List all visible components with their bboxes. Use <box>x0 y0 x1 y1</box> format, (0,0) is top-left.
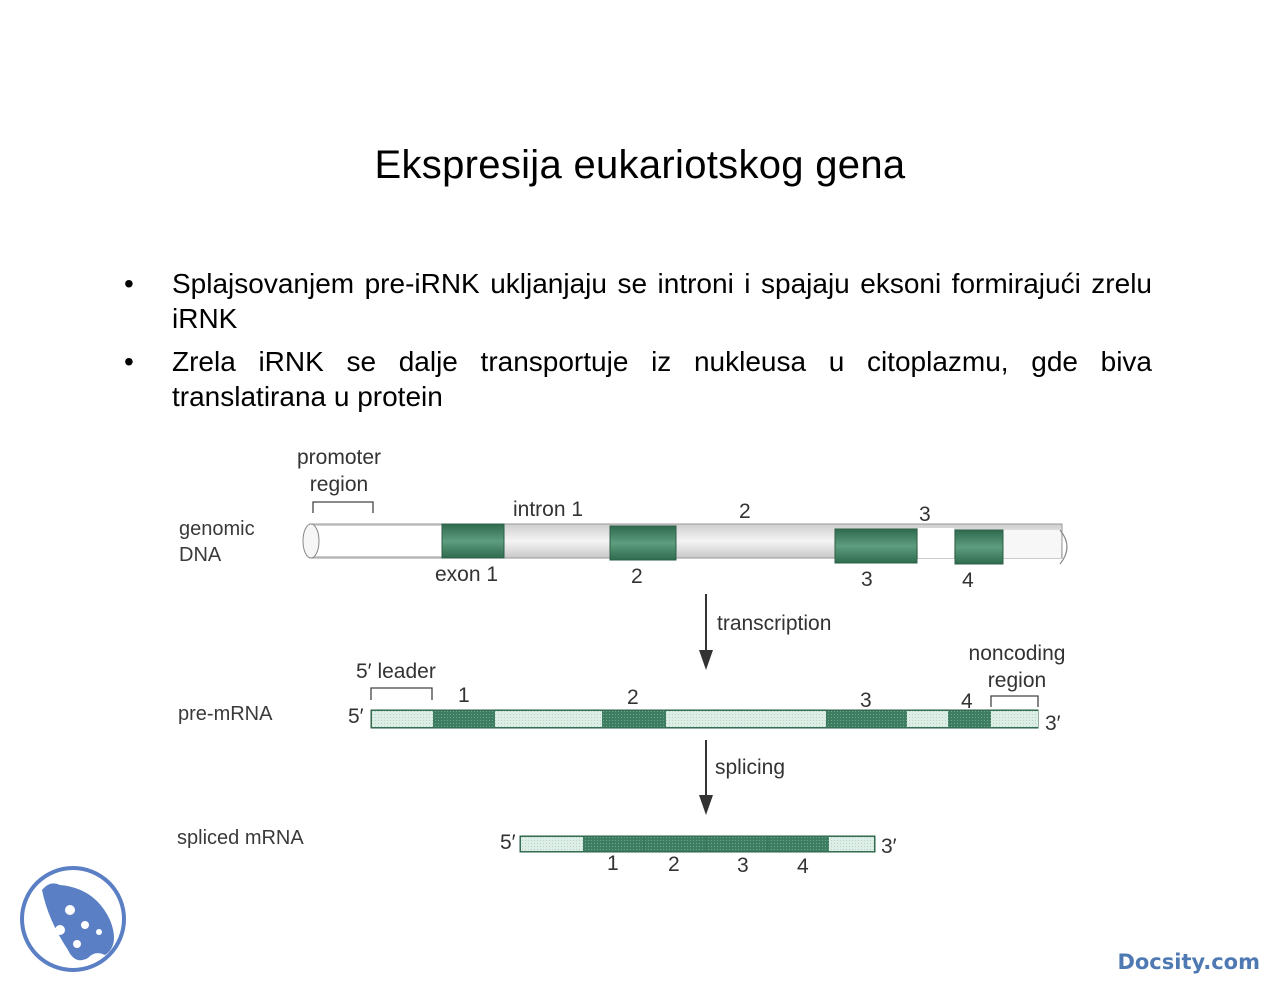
dna-label-line: DNA <box>179 544 222 566</box>
docsity-logo-icon <box>20 866 126 972</box>
leader-label: 5′ leader <box>356 660 436 683</box>
pre-mrna-exon-4: 4 <box>961 690 973 713</box>
noncoding-bracket <box>990 695 1039 707</box>
exon-3-label: 3 <box>861 568 873 591</box>
spliced-5prime: 5′ <box>500 831 516 854</box>
pre-mrna-exon-3: 3 <box>860 689 872 712</box>
promoter-region-label: promoter region <box>294 444 384 498</box>
transcription-label: transcription <box>717 612 832 635</box>
pre-mrna-exon-1: 1 <box>458 684 470 707</box>
spliced-mrna-label: spliced mRNA <box>177 827 304 849</box>
noncoding-region-label: noncoding region <box>963 640 1071 694</box>
transcription-arrow-icon <box>699 650 713 670</box>
bullet-item: • Zrela iRNK se dalje transportuje iz nu… <box>122 344 1152 414</box>
bullet-item: • Splajsovanjem pre-iRNK ukljanjaju se i… <box>122 266 1152 336</box>
spliced-3prime: 3′ <box>881 835 897 858</box>
bullet-dot: • <box>124 346 134 377</box>
promoter-line: promoter <box>296 446 382 469</box>
genomic-dna-cylinder <box>302 523 1068 565</box>
slide-title: Ekspresija eukariotskog gena <box>374 143 906 187</box>
intron-3-label: 3 <box>919 503 931 526</box>
pre-mrna-5prime: 5′ <box>348 705 364 728</box>
intron-1-label: intron 1 <box>513 498 584 521</box>
leader-bracket <box>370 687 433 700</box>
exon-4-label: 4 <box>962 569 974 592</box>
bullet-text: Zrela iRNK se dalje transportuje iz nukl… <box>172 346 1152 412</box>
pre-mrna-exon-2: 2 <box>627 686 639 709</box>
spliced-exon-2: 2 <box>668 853 680 876</box>
docsity-brand-link[interactable]: Docsity.com <box>1117 950 1260 974</box>
spliced-exon-4: 4 <box>797 855 809 878</box>
bullet-text: Splajsovanjem pre-iRNK ukljanjaju se int… <box>172 268 1152 334</box>
region-line: region <box>309 473 369 496</box>
exon-2-label: 2 <box>631 565 643 588</box>
spliced-mrna-bar <box>519 835 876 853</box>
pre-mrna-bar <box>370 709 1039 729</box>
pre-mrna-3prime: 3′ <box>1045 712 1061 735</box>
spliced-exon-1: 1 <box>607 852 619 875</box>
intron-2-label: 2 <box>739 500 751 523</box>
promoter-bracket <box>312 501 374 513</box>
noncoding-line: noncoding <box>968 642 1066 665</box>
exon-1-label: exon 1 <box>435 563 499 586</box>
bullet-dot: • <box>124 268 134 299</box>
genomic-label-line: genomic <box>179 518 255 540</box>
genomic-dna-label: genomic DNA <box>179 516 255 568</box>
region-line: region <box>987 669 1047 692</box>
spliced-exon-3: 3 <box>737 854 749 877</box>
splicing-arrow-icon <box>699 795 713 815</box>
splicing-label: splicing <box>715 756 786 779</box>
pre-mrna-label: pre-mRNA <box>178 703 273 725</box>
bullet-list: • Splajsovanjem pre-iRNK ukljanjaju se i… <box>122 266 1152 422</box>
